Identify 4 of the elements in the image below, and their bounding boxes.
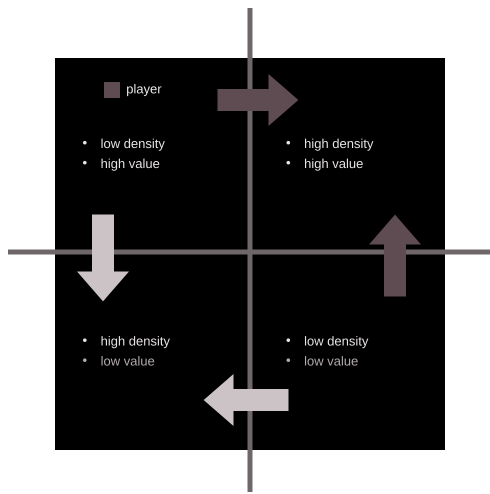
legend-label: player bbox=[127, 84, 162, 96]
quadrant-box: high density high value bbox=[252, 58, 445, 250]
quadrant-box: high density low value bbox=[55, 254, 248, 450]
quadrant-box: low density low value bbox=[252, 254, 445, 450]
